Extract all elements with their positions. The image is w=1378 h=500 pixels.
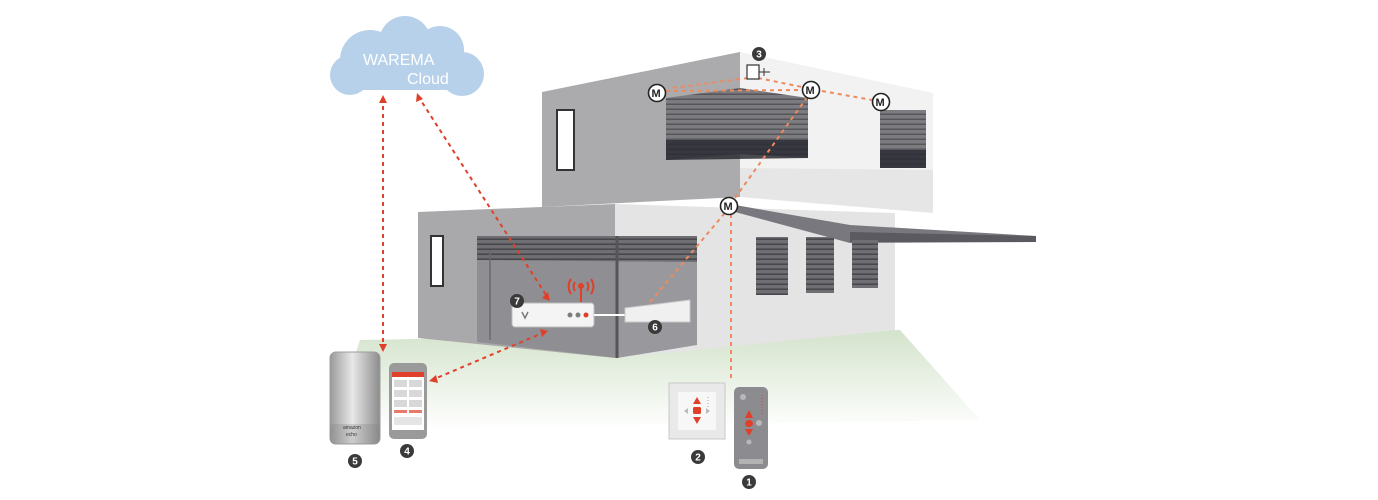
link-motor-corner-motor-right [821,90,873,101]
remote-control [734,387,768,469]
link-arrowheads [379,93,550,383]
svg-text:4: 4 [404,447,410,458]
window-upper-small [556,109,575,171]
upper-corner-window-glass [666,140,808,160]
arrowhead-cloud-echo-bottom [379,344,387,352]
link-cloud-router [417,95,549,299]
arrowhead-cloud-router-bottom [542,292,550,301]
cloud-icon [330,16,484,96]
radio-links [382,95,549,381]
smartphone [389,363,427,439]
svg-text:6: 6 [652,323,658,334]
gateway-device [624,299,691,323]
svg-text:M: M [876,97,885,109]
speaker-brand-line2: echo [346,432,357,438]
motor-links [649,77,873,378]
upper-right-window-glass [880,150,926,168]
link-motor-front-motor-corner [734,95,809,199]
speaker-brand-line1: amazon [343,425,361,431]
router-led-3 [583,312,589,318]
router-device [511,302,595,328]
wifi-signal-icon [567,278,595,302]
svg-text:3: 3 [756,50,762,61]
svg-text:M: M [652,88,661,100]
badge-2: 2 [691,450,705,464]
router-logo-icon [521,311,529,320]
motor-icon: M [801,80,821,100]
lower-window-2 [806,237,834,293]
router-led-1 [567,312,573,318]
arrowhead-cloud-router-top [416,93,423,102]
weather-sensor [746,64,770,80]
badge-7: 7 [510,294,524,308]
cloud-title-line1: WAREMA [363,52,435,69]
cloud-title-line2: Cloud [407,71,449,88]
arrowhead-cloud-echo-top [379,95,387,103]
badge-1: 1 [742,475,756,489]
garage-window-right [617,236,697,358]
motor-icon: M [647,83,667,103]
smart-speaker: amazon echo [329,351,381,445]
svg-text:7: 7 [514,297,520,308]
svg-text:5: 5 [352,457,358,468]
svg-text:1: 1 [746,478,752,489]
lower-window-3 [852,240,878,288]
arrowhead-router-phone-top [540,329,548,337]
badge-3: 3 [752,47,766,61]
motor-icon: M [871,92,891,112]
motor-icon: M [719,196,739,216]
link-gateway-motor-front [649,213,725,303]
svg-text:M: M [724,201,733,213]
window-lower-small [430,235,444,287]
wall-switch [668,382,726,440]
badge-4: 4 [400,444,414,458]
svg-text:M: M [806,85,815,97]
badge-5: 5 [348,454,362,468]
link-motor-left-motor-corner [665,89,801,92]
garage-shutter-top [477,236,697,262]
arrowhead-router-phone-bottom [429,375,438,383]
upper-floor-band [740,168,933,213]
awning [735,205,1036,243]
badge-6: 6 [648,320,662,334]
lower-window-1 [756,237,788,295]
svg-text:2: 2 [695,453,701,464]
router-led-2 [575,312,581,318]
awning-shade [850,232,1036,242]
